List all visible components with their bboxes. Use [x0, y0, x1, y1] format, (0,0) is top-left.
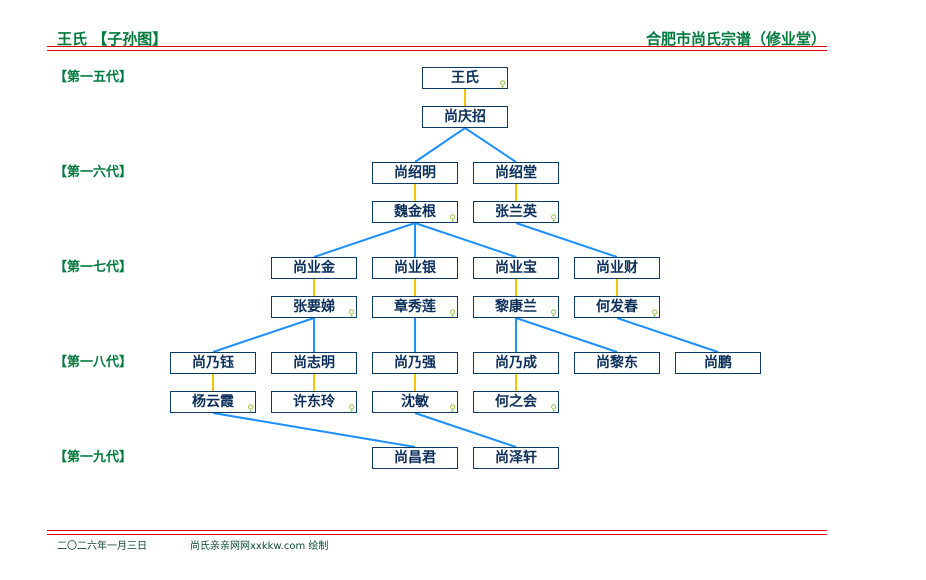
person-name: 王氏: [451, 70, 479, 86]
person-box-spouse[interactable]: 王氏 ♀: [422, 67, 508, 90]
child-lines: [212, 127, 719, 448]
female-icon: ♀: [449, 309, 456, 319]
person-box-spouse[interactable]: 章秀莲 ♀: [372, 296, 458, 319]
spouse-lines: [212, 89, 618, 391]
person-box[interactable]: 尚业金: [271, 257, 357, 279]
header-rule: [47, 50, 827, 51]
person-box-spouse[interactable]: 杨云霞 ♀: [170, 391, 256, 414]
generation-label: 【第一九代】: [54, 450, 133, 465]
person-name: 尚业宝: [495, 260, 537, 276]
person-name: 尚庆招: [444, 109, 486, 125]
person-box[interactable]: 尚泽轩: [473, 447, 559, 469]
person-box[interactable]: 尚业财: [574, 257, 660, 279]
person-box[interactable]: 尚业银: [372, 257, 458, 279]
person-box[interactable]: 尚乃钰: [170, 352, 256, 374]
person-name: 尚乃钰: [192, 355, 234, 371]
person-name: 尚业金: [293, 260, 335, 276]
person-name: 尚志明: [293, 355, 335, 371]
footer-credit: 尚氏亲亲网网xxkkw.com 绘制: [190, 541, 329, 552]
person-box-spouse[interactable]: 张兰英 ♀: [473, 201, 559, 224]
person-name: 尚乃成: [495, 355, 537, 371]
female-icon: ♀: [348, 404, 355, 414]
female-icon: ♀: [499, 80, 506, 90]
person-box-spouse[interactable]: 沈敏 ♀: [372, 391, 458, 414]
person-box[interactable]: 尚绍明: [372, 162, 458, 184]
footer-rule: [47, 530, 827, 531]
person-name: 张兰英: [495, 204, 537, 220]
generation-label: 【第一七代】: [54, 260, 133, 275]
female-icon: ♀: [550, 309, 557, 319]
person-name: 魏金根: [394, 204, 436, 220]
person-box[interactable]: 尚鹏: [675, 352, 761, 374]
header-rule: [47, 46, 827, 47]
person-name: 黎康兰: [495, 299, 537, 315]
person-name: 杨云霞: [192, 394, 234, 410]
person-box-spouse[interactable]: 黎康兰 ♀: [473, 296, 559, 319]
person-box-spouse[interactable]: 何之会 ♀: [473, 391, 559, 414]
female-icon: ♀: [449, 214, 456, 224]
person-box[interactable]: 尚乃成: [473, 352, 559, 374]
person-box-spouse[interactable]: 许东玲 ♀: [271, 391, 357, 414]
person-box[interactable]: 尚志明: [271, 352, 357, 374]
person-name: 沈敏: [401, 394, 429, 410]
person-name: 尚鹏: [704, 355, 732, 371]
page-title: 王氏 【子孙图】: [57, 30, 168, 48]
person-box[interactable]: 尚绍堂: [473, 162, 559, 184]
person-box[interactable]: 尚业宝: [473, 257, 559, 279]
person-box[interactable]: 尚黎东: [574, 352, 660, 374]
female-icon: ♀: [449, 404, 456, 414]
person-name: 尚泽轩: [495, 450, 537, 466]
female-icon: ♀: [348, 309, 355, 319]
person-name: 章秀莲: [394, 299, 436, 315]
generation-label: 【第一六代】: [54, 165, 133, 180]
person-box-spouse[interactable]: 何发春 ♀: [574, 296, 660, 319]
person-box[interactable]: 尚庆招: [422, 106, 508, 128]
person-box-spouse[interactable]: 魏金根 ♀: [372, 201, 458, 224]
person-name: 许东玲: [293, 394, 335, 410]
person-name: 张要娣: [293, 299, 335, 315]
person-name: 尚乃强: [394, 355, 436, 371]
person-name: 何发春: [596, 299, 638, 315]
person-name: 尚昌君: [394, 450, 436, 466]
person-name: 尚绍明: [394, 165, 436, 181]
female-icon: ♀: [550, 214, 557, 224]
footer-date: 二〇二六年一月三日: [57, 541, 147, 552]
person-name: 尚绍堂: [495, 165, 537, 181]
generation-label: 【第一八代】: [54, 355, 133, 370]
person-box[interactable]: 尚乃强: [372, 352, 458, 374]
person-box-spouse[interactable]: 张要娣 ♀: [271, 296, 357, 319]
footer-rule: [47, 534, 827, 535]
generation-label: 【第一五代】: [54, 70, 133, 85]
female-icon: ♀: [550, 404, 557, 414]
female-icon: ♀: [247, 404, 254, 414]
person-name: 尚黎东: [596, 355, 638, 371]
person-name: 尚业财: [596, 260, 638, 276]
person-name: 何之会: [495, 394, 537, 410]
genealogy-title: 合肥市尚氏宗谱（修业堂）: [645, 30, 826, 48]
person-name: 尚业银: [394, 260, 436, 276]
person-box[interactable]: 尚昌君: [372, 447, 458, 469]
female-icon: ♀: [651, 309, 658, 319]
